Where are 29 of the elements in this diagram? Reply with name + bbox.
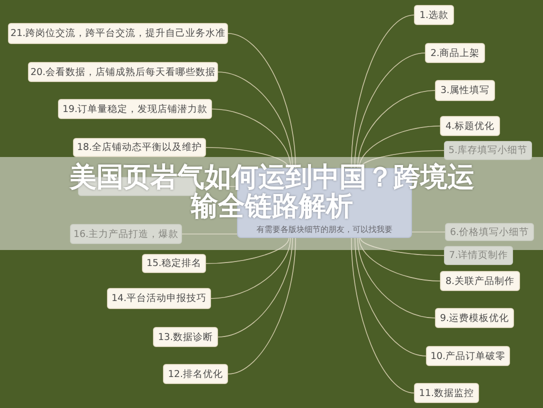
topic-box: 7.详情页制作 <box>444 246 513 265</box>
topic-box: 16.主力产品打造，爆款 <box>70 224 182 244</box>
topic-box: 21.跨岗位交流，跨平台交流，提升自己业务水准 <box>8 23 228 44</box>
topic-box: 2.商品上架 <box>425 43 485 63</box>
connector-line <box>206 238 290 264</box>
connector-line <box>228 238 296 374</box>
topic-box: 8.关联产品制作 <box>440 271 520 291</box>
topic-box: 11.数据监控 <box>414 383 479 403</box>
topic-box: 20.会看数据，店铺成熟后每天看哪些数据 <box>28 62 218 82</box>
topic-box: 9.运费模板优化 <box>435 308 514 328</box>
topic-box: 12.排名优化 <box>163 364 228 384</box>
topic-box: 4.标题优化 <box>440 116 500 136</box>
topic-box: 6.价格填写小细节 <box>445 223 534 241</box>
topic-box: 14.平台活动申报技巧 <box>107 288 211 309</box>
topic-box: 3.属性填写 <box>435 80 495 101</box>
connector-line <box>357 238 436 318</box>
connector-line <box>210 238 291 299</box>
topic-box: 5.库存填写小细节 <box>444 141 532 160</box>
topic-box: 18.全店铺动态平衡以及维护 <box>73 138 206 157</box>
topic-box: 1.选款 <box>414 5 454 25</box>
connector-line <box>358 238 440 282</box>
connector-line <box>360 238 444 256</box>
connector-line <box>350 238 414 394</box>
topic-box: 10.产品订单破零 <box>426 346 510 366</box>
connector-line <box>218 238 293 338</box>
topic-box: 13.数据诊断 <box>153 327 218 347</box>
connector-line <box>354 238 426 356</box>
topic-box: 15.稳定排名 <box>142 254 206 273</box>
topic-box: 19.订单量稳定，发现店铺潜力款 <box>58 99 212 119</box>
